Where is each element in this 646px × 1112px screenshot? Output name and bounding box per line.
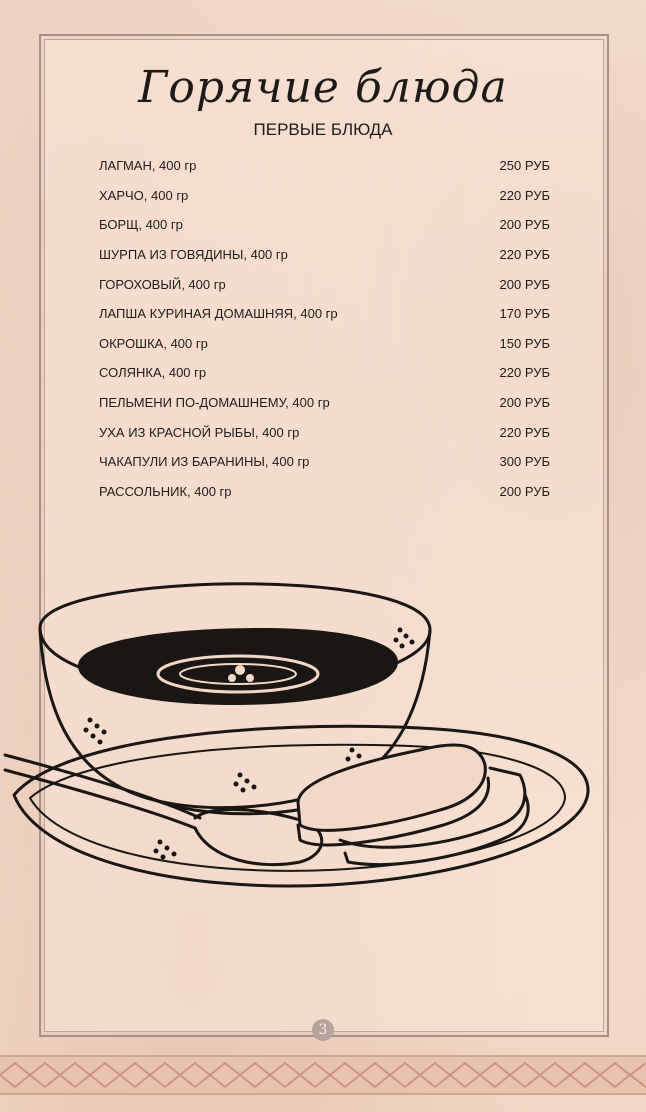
menu-item-price: 220 РУБ — [499, 187, 550, 203]
menu-item: БОРЩ, 400 гр 200 РУБ — [99, 210, 550, 240]
menu-item-name: ХАРЧО, 400 гр — [99, 187, 189, 203]
menu-item-name: ЧАКАПУЛИ ИЗ БАРАНИНЫ, 400 гр — [99, 454, 310, 470]
menu-item-name: ЛАПША КУРИНАЯ ДОМАШНЯЯ, 400 гр — [99, 306, 338, 322]
menu-item-price: 200 РУБ — [499, 483, 550, 499]
menu-item: ЛАПША КУРИНАЯ ДОМАШНЯЯ, 400 гр 170 РУБ — [99, 299, 550, 329]
menu-item: ГОРОХОВЫЙ, 400 гр 200 РУБ — [99, 269, 550, 299]
menu-item-price: 200 РУБ — [499, 217, 550, 233]
menu-item-price: 170 РУБ — [499, 306, 550, 322]
menu-item-price: 150 РУБ — [499, 335, 550, 351]
page-title: Горячие блюда — [138, 62, 508, 113]
section-subtitle: ПЕРВЫЕ БЛЮДА — [253, 120, 393, 139]
menu-item-price: 220 РУБ — [499, 365, 550, 381]
menu-item: ЛАГМАН, 400 гр 250 РУБ — [99, 151, 550, 181]
menu-item: ХАРЧО, 400 гр 220 РУБ — [99, 181, 550, 211]
menu-item: УХА ИЗ КРАСНОЙ РЫБЫ, 400 гр 220 РУБ — [99, 417, 550, 447]
menu-item-price: 200 РУБ — [499, 276, 550, 292]
menu-item-name: СОЛЯНКА, 400 гр — [99, 365, 207, 381]
menu-list: ЛАГМАН, 400 гр 250 РУБ ХАРЧО, 400 гр 220… — [99, 151, 550, 506]
soup-bowl-icon — [3, 582, 590, 888]
menu-item-name: ШУРПА ИЗ ГОВЯДИНЫ, 400 гр — [99, 247, 288, 263]
menu-item-name: ПЕЛЬМЕНИ ПО-ДОМАШНЕМУ, 400 гр — [99, 395, 330, 411]
menu-item-name: ГОРОХОВЫЙ, 400 гр — [99, 276, 226, 292]
menu-item-name: БОРЩ, 400 гр — [99, 217, 183, 233]
menu-item-price: 220 РУБ — [499, 247, 550, 263]
menu-item: ОКРОШКА, 400 гр 150 РУБ — [99, 329, 550, 359]
menu-item: РАССОЛЬНИК, 400 гр 200 РУБ — [99, 477, 550, 507]
menu-item: ПЕЛЬМЕНИ ПО-ДОМАШНЕМУ, 400 гр 200 РУБ — [99, 388, 550, 418]
menu-item-name: ЛАГМАН, 400 гр — [99, 158, 197, 174]
menu-item-price: 250 РУБ — [499, 158, 550, 174]
page-number: 3 — [312, 1019, 334, 1041]
menu-item: ШУРПА ИЗ ГОВЯДИНЫ, 400 гр 220 РУБ — [99, 240, 550, 270]
menu-item-name: РАССОЛЬНИК, 400 гр — [99, 483, 232, 499]
menu-item-price: 200 РУБ — [499, 395, 550, 411]
menu-item: ЧАКАПУЛИ ИЗ БАРАНИНЫ, 400 гр 300 РУБ — [99, 447, 550, 477]
menu-item-name: УХА ИЗ КРАСНОЙ РЫБЫ, 400 гр — [99, 424, 300, 440]
menu-item-price: 300 РУБ — [499, 454, 550, 470]
menu-item-price: 220 РУБ — [499, 424, 550, 440]
menu-item-name: ОКРОШКА, 400 гр — [99, 335, 208, 351]
menu-item: СОЛЯНКА, 400 гр 220 РУБ — [99, 358, 550, 388]
ornament-pattern-icon — [0, 1061, 646, 1089]
ornament-border — [0, 1055, 646, 1095]
